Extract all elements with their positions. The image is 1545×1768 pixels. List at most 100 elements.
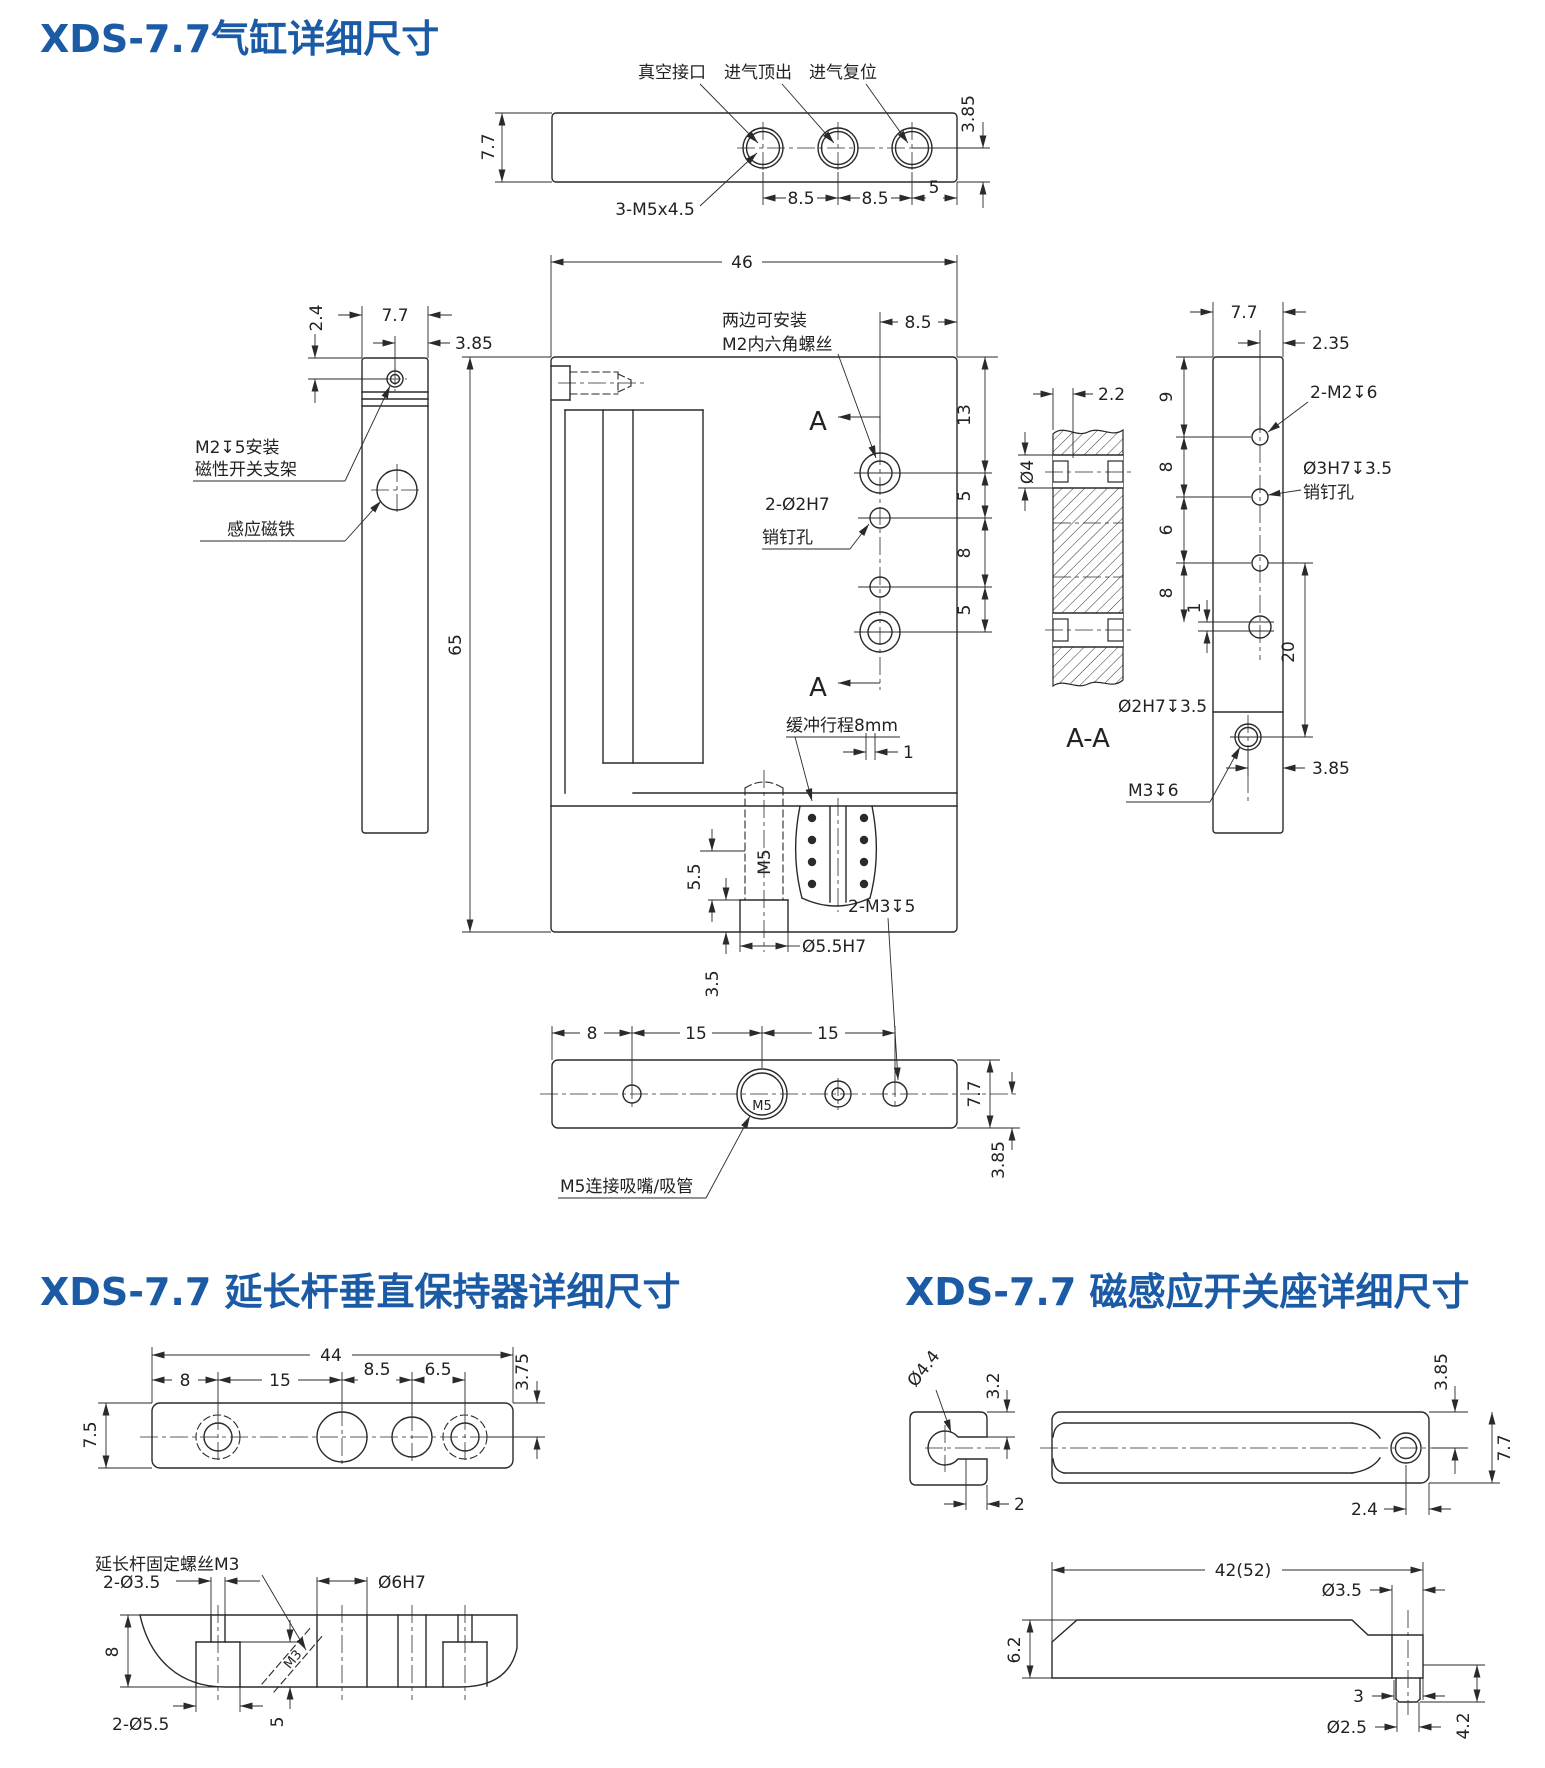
- seat-side-view: 3.85 7.7 2.4: [1040, 1353, 1515, 1520]
- dim-holder-pitch4: 6.5: [424, 1360, 451, 1380]
- section-mark-a-top: A: [809, 407, 827, 437]
- cylinder-right-view: 7.7 2.35 9 8 6 8 1 20 3.85 2-M2↧6 Ø3H7↧3…: [1126, 302, 1392, 834]
- dim-aa-bore: Ø4: [1018, 460, 1038, 484]
- label-m2-note-1: 两边可安装: [722, 311, 807, 331]
- label-vacuum-port: 真空接口: [638, 63, 706, 83]
- label-magnet: 感应磁铁: [227, 520, 295, 540]
- label-holder-m3-mark: M3: [281, 1647, 305, 1672]
- dim-holder-height: 7.5: [81, 1421, 101, 1448]
- label-buffer-stroke: 缓冲行程8mm: [786, 716, 898, 736]
- label-bottom-m3: 2-M3↧5: [848, 897, 916, 917]
- dim-topview-offset: 3.85: [959, 95, 979, 133]
- seat-bottom-view: 42(52) Ø3.5 6.2 3 Ø2.5 4.2: [1005, 1561, 1485, 1740]
- label-aa-pin-hole: Ø2H7↧3.5: [1118, 697, 1207, 717]
- dim-right-hole-offset: 2.35: [1312, 334, 1350, 354]
- dim-right-v4: 8: [1157, 588, 1177, 599]
- section-aa-view: 2.2 Ø4 Ø2H7↧3.5 A-A: [1018, 385, 1207, 754]
- section-mark-a-bottom: A: [809, 673, 827, 703]
- dim-seat-body-height: 6.2: [1005, 1636, 1025, 1663]
- dim-front-v3: 8: [955, 548, 975, 559]
- label-right-pin-1: Ø3H7↧3.5: [1303, 459, 1392, 479]
- cylinder-top-view: 7.7 3.85 8.5 8.5 5 真空接口 进气顶出 进气复位 3-M5x4…: [479, 63, 990, 220]
- dim-left-top-offset: 2.4: [307, 304, 327, 331]
- label-right-m3: M3↧6: [1128, 781, 1179, 801]
- dim-left-width: 7.7: [381, 306, 408, 326]
- dim-right-span: 20: [1279, 641, 1299, 663]
- holder-side-view: M3 延长杆固定螺丝M3 2-Ø3.5 Ø6H7 8 5 2-Ø5.5: [95, 1555, 518, 1735]
- dim-seat-pin-dia: Ø2.5: [1327, 1718, 1367, 1738]
- dim-right-m3-offset: 3.85: [1312, 759, 1350, 779]
- dim-rod-dia: Ø5.5H7: [802, 937, 866, 957]
- label-pin-qty: 2-Ø2H7: [765, 495, 830, 515]
- dim-holder-width: 44: [320, 1346, 342, 1366]
- dim-front-v1: 13: [955, 404, 975, 426]
- holder-title: XDS-7.7 延长杆垂直保持器详细尺寸: [40, 1270, 681, 1314]
- switch-seat-title: XDS-7.7 磁感应开关座详细尺寸: [905, 1270, 1470, 1314]
- dim-right-v1: 9: [1157, 392, 1177, 403]
- label-bracket-2: 磁性开关支架: [195, 460, 297, 480]
- dim-front-width: 46: [731, 253, 753, 273]
- dim-seat-height: 7.7: [1495, 1434, 1515, 1461]
- dim-front-height: 65: [446, 634, 466, 656]
- dim-seat-end-offset: 2.4: [1351, 1500, 1378, 1520]
- dim-thread-depth: 5.5: [685, 863, 705, 890]
- dim-bottom-height: 7.7: [965, 1080, 985, 1107]
- label-m2-note-2: M2内六角螺丝: [722, 335, 832, 355]
- label-aa-name: A-A: [1066, 724, 1110, 754]
- dim-seat-hole-offset: 3.85: [1432, 1353, 1452, 1391]
- dim-right-slot: 1: [1185, 603, 1205, 614]
- dim-seat-slot-depth: 2: [1014, 1495, 1025, 1515]
- dim-holder-pitch1: 8: [180, 1371, 191, 1391]
- label-right-m2: 2-M2↧6: [1310, 383, 1378, 403]
- label-holder-bore: Ø6H7: [378, 1573, 426, 1593]
- cylinder-front-view: M5 缓冲行程8mm A A 46 8.5 13 5 8 5 65 1 两边可安…: [446, 253, 998, 998]
- label-thread-spec: 3-M5x4.5: [615, 200, 695, 220]
- dim-topview-pitch2: 8.5: [861, 189, 888, 209]
- label-holder-screw: 延长杆固定螺丝M3: [95, 1555, 239, 1575]
- label-air-return: 进气复位: [809, 63, 877, 83]
- holder-top-view: 44 8 15 8.5 6.5 3.75 7.5: [81, 1346, 545, 1469]
- label-pin-name: 销钉孔: [762, 528, 813, 548]
- label-bracket-1: M2↧5安装: [195, 438, 280, 458]
- dim-front-v4: 5: [955, 605, 975, 616]
- dim-topview-pitch3: 5: [929, 178, 940, 198]
- cylinder-title: XDS-7.7气缸详细尺寸: [40, 17, 439, 61]
- dim-seat-length: 42(52): [1215, 1561, 1272, 1581]
- dim-bottom-pitch1: 8: [587, 1024, 598, 1044]
- dim-front-edge-gap: 1: [903, 743, 914, 763]
- dim-bottom-pitch2: 15: [685, 1024, 707, 1044]
- label-right-pin-2: 销钉孔: [1303, 483, 1354, 503]
- label-m5-mark: M5: [752, 1099, 772, 1114]
- dim-seat-hole-dia: Ø3.5: [1322, 1581, 1362, 1601]
- dim-front-v2: 5: [955, 491, 975, 502]
- dim-seat-pin-offset: 3: [1353, 1687, 1364, 1707]
- label-holder-holes-bottom: 2-Ø5.5: [112, 1715, 169, 1735]
- dim-holder-side-height: 8: [103, 1647, 123, 1658]
- label-rod-thread: M5: [755, 849, 775, 874]
- label-suction: M5连接吸嘴/吸管: [560, 1177, 693, 1197]
- dim-right-v2: 8: [1157, 462, 1177, 473]
- seat-end-view: Ø4.4 3.2 2: [904, 1347, 1025, 1515]
- dim-tip-length: 3.5: [703, 970, 723, 997]
- cylinder-bottom-view: M5 8 15 15 2-M3↧5 7.7 3.85 M5连接吸嘴/吸管: [540, 897, 1020, 1199]
- dim-holder-depth: 5: [268, 1717, 288, 1728]
- label-seat-dia: Ø4.4: [904, 1347, 945, 1391]
- dim-right-width: 7.7: [1230, 303, 1257, 323]
- dim-seat-pin-len: 4.2: [1454, 1712, 1474, 1739]
- dim-left-hole-offset: 3.85: [455, 334, 493, 354]
- dim-front-hole-offset: 8.5: [904, 313, 931, 333]
- dim-topview-height: 7.7: [479, 133, 499, 160]
- label-air-eject: 进气顶出: [724, 63, 792, 83]
- label-holder-holes-top: 2-Ø3.5: [103, 1573, 160, 1593]
- dim-holder-offset: 3.75: [513, 1353, 533, 1391]
- dim-holder-pitch3: 8.5: [363, 1360, 390, 1380]
- dim-aa-wall: 2.2: [1098, 385, 1125, 405]
- dim-bottom-pitch3: 15: [817, 1024, 839, 1044]
- dim-right-v3: 6: [1157, 525, 1177, 536]
- dim-topview-pitch1: 8.5: [787, 189, 814, 209]
- cylinder-left-view: 2.4 7.7 3.85 M2↧5安装 磁性开关支架 感应磁铁: [193, 304, 493, 834]
- dim-seat-slot-offset: 3.2: [984, 1372, 1004, 1399]
- dim-bottom-offset: 3.85: [989, 1141, 1009, 1179]
